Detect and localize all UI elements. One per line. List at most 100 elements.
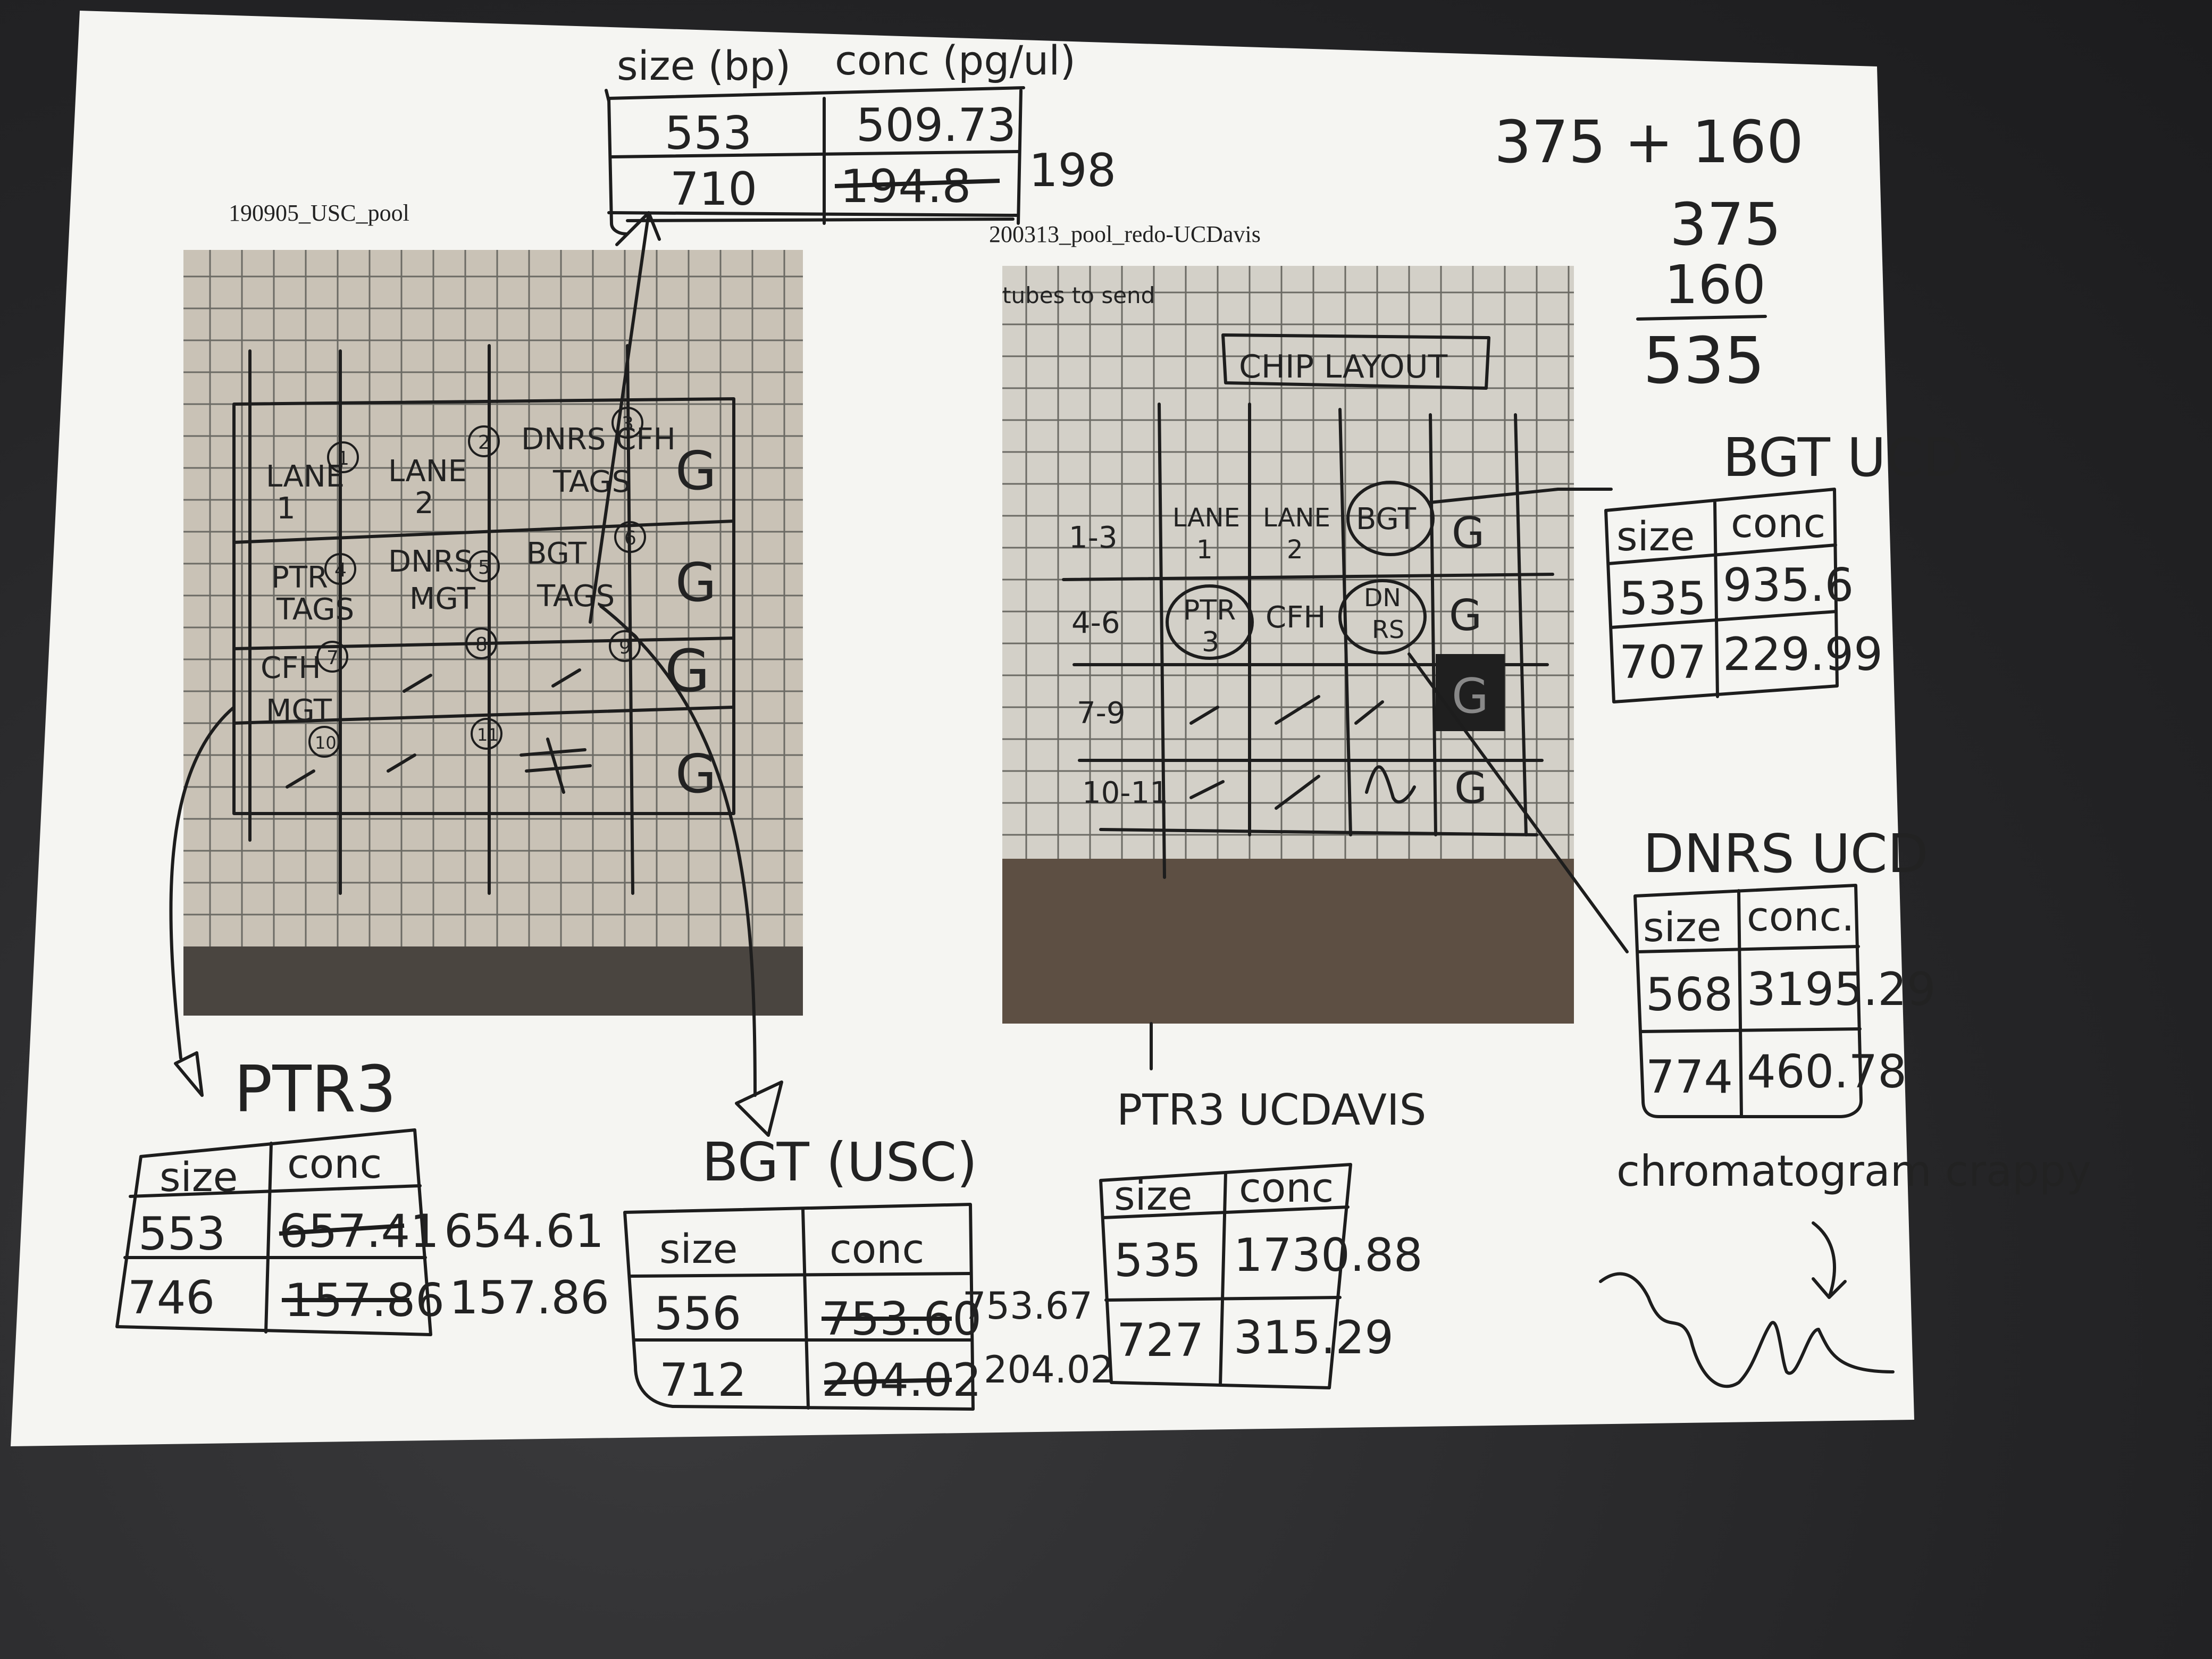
photo-right-cell-ptr-b: 3	[1202, 626, 1219, 658]
photo-right-g-shaded	[1436, 654, 1505, 731]
photo-right-cell-bgt: BGT	[1356, 502, 1417, 537]
table-ptr3-label: PTR3	[234, 1053, 396, 1127]
table-ptr3-ucdavis-r2-conc: 315.29	[1234, 1311, 1394, 1364]
photo-left-cell-3: DNRS CFH	[521, 422, 676, 457]
photo-left-cell-1: LANE	[266, 459, 345, 494]
arrow-ptr3-connector	[169, 706, 236, 1060]
photo-left-cell-4b: TAGS	[276, 592, 354, 627]
math-line-1: 375 + 160	[1494, 108, 1804, 176]
photo-left-num-9: 9	[619, 636, 631, 658]
table-bgt-usc-label: BGT (USC)	[702, 1131, 977, 1193]
photo-left-caption: 190905_USC_pool	[229, 200, 409, 226]
table-bgt-ucd-r2-conc: 229.99	[1723, 628, 1883, 681]
table-ptr3-correction-1: 654.61	[444, 1205, 604, 1258]
photo-right-g1: G	[1452, 508, 1485, 558]
photo-left-num-3: 3	[622, 413, 634, 435]
photo-chip-sketch	[232, 344, 735, 895]
photo-left-num-5: 5	[478, 557, 490, 579]
table-bgt-usc-correction-1: 753.67	[962, 1284, 1093, 1328]
table-ptr3-r1-size: 553	[138, 1208, 225, 1261]
table-bgt-usc-h-conc: conc	[830, 1225, 924, 1272]
photo-right-header-note: tubes to send	[1002, 282, 1155, 308]
photo-left-cell-1b: 1	[276, 491, 296, 526]
photo-left-cell-5: DNRS	[388, 544, 473, 579]
math-result: 535	[1643, 324, 1765, 398]
table-top-r1-size: 553	[665, 107, 752, 160]
photo-right-g2: G	[1449, 591, 1482, 640]
table-ptr3-r2-size: 746	[128, 1271, 215, 1325]
photo-left-num-10: 10	[315, 733, 337, 753]
photo-right-row-3: 7-9	[1077, 696, 1125, 731]
table-dnrs-ucd-h-size: size	[1643, 903, 1721, 951]
table-top-header-size: size (bp)	[617, 42, 791, 89]
table-bgt-ucd-r1-conc: 935.6	[1723, 559, 1854, 612]
photo-right-row-1: 1-3	[1069, 521, 1117, 555]
table-ptr3-ucdavis-h-conc: conc	[1239, 1164, 1334, 1211]
table-top-r1-conc: 509.73	[856, 99, 1016, 152]
chromatogram-note: chromatogram crappy	[1599, 1146, 2091, 1388]
photo-usc-pool: LANE 1 LANE 2 DNRS CFH TAGS G PTR TAGS D…	[183, 250, 803, 1016]
photo-left-num-4: 4	[334, 559, 347, 581]
arrow-top-to-photo	[589, 211, 661, 624]
table-bgt-usc-h-size: size	[659, 1225, 738, 1272]
photo-right-cell-lane2b: 2	[1287, 535, 1303, 565]
table-ptr3-h-conc: conc	[287, 1140, 382, 1187]
photo-right-title: CHIP LAYOUT	[1239, 348, 1448, 386]
photo-right-cell-lane1b: 1	[1196, 535, 1213, 565]
photo-right-g4: G	[1454, 764, 1487, 813]
table-ptr3: PTR3 size conc 553 657.41 746 157.86 654…	[115, 1051, 609, 1336]
photo-left-num-2: 2	[478, 432, 490, 454]
photo-right-cell-ptr: PTR	[1183, 594, 1236, 626]
photo-left-cell-2b: 2	[415, 486, 434, 521]
photo-right-cell-dn: DN	[1364, 583, 1401, 612]
table-ptr3-correction-2: 157.86	[449, 1271, 609, 1325]
photo-shadow	[183, 946, 803, 1016]
table-dnrs-ucd-r2-size: 774	[1646, 1051, 1733, 1104]
photo-left-cell-7b: MGT	[266, 693, 332, 728]
table-ptr3-ucdavis-r1-size: 535	[1114, 1234, 1201, 1287]
table-bgt-usc-r1-size: 556	[654, 1287, 741, 1340]
photo-right-row-4: 10-11	[1082, 776, 1169, 810]
photo-left-num-8: 8	[475, 634, 488, 656]
photo-graph-grid	[183, 250, 803, 952]
table-dnrs-ucd-r1-size: 568	[1646, 968, 1733, 1021]
table-bgt-ucd-r1-size: 535	[1619, 572, 1706, 625]
photo-left-cell-5b: MGT	[409, 582, 476, 616]
table-dnrs-ucd-r1-conc: 3195.29	[1747, 963, 1936, 1016]
photo-left-g3: G	[665, 637, 710, 705]
photo-left-num-1: 1	[337, 448, 349, 470]
photo-left-g1: G	[675, 440, 717, 502]
photo-right-cell-rs: RS	[1372, 615, 1404, 644]
table-top-side-note: 198	[1029, 144, 1116, 197]
photo-left-dashes	[286, 668, 592, 794]
table-top-r2-size: 710	[670, 163, 757, 216]
table-ptr3-ucdavis: PTR3 UCDAVIS size conc 535 1730.88 727 3…	[1099, 1085, 1426, 1389]
arrow-bgt-connector	[1429, 488, 1560, 504]
table-bgt-ucd-label: BGT UCD	[1723, 426, 1964, 489]
arrow-dnrs-connector	[1407, 652, 1629, 953]
table-bgt-ucd-h-size: size	[1616, 513, 1695, 560]
photo-right-cell-lane2: LANE	[1263, 503, 1330, 533]
photo-right-cell-cfh: CFH	[1266, 600, 1326, 635]
photo-left-g2: G	[675, 551, 717, 614]
arrow-bgt-usc-connector	[599, 605, 757, 1097]
photo-right-g3: G	[1452, 668, 1489, 724]
photo-left-cell-7: CFH	[261, 651, 321, 685]
photo-left-cell-6: BGT	[526, 537, 587, 571]
table-dnrs-ucd-label: DNRS UCD	[1643, 823, 1929, 885]
photo-left-cell-2: LANE	[388, 454, 467, 489]
photo-left-num-11: 11	[477, 725, 499, 745]
math-line-3: 160	[1664, 254, 1766, 316]
table-top: size (bp) conc (pg/ul) 553 509.73 710 19…	[605, 37, 1116, 236]
photo-right-cell-lane1: LANE	[1172, 503, 1240, 533]
photo-left-cell-4: PTR	[271, 560, 328, 595]
table-dnrs-ucd: DNRS UCD size conc. 568 3195.29 774 460.…	[1633, 823, 1936, 1118]
table-bgt-ucd-h-conc: conc	[1731, 499, 1825, 547]
table-top-header-conc: conc (pg/ul)	[835, 37, 1076, 84]
table-dnrs-ucd-r2-conc: 460.78	[1747, 1045, 1907, 1099]
table-ptr3-ucdavis-r1-conc: 1730.88	[1234, 1229, 1423, 1282]
photo-right-row-2: 4-6	[1071, 606, 1120, 640]
table-ptr3-h-size: size	[160, 1153, 238, 1201]
photo-ucdavis-redo: G tubes to send CHIP LAYOUT 1-3 4-6 7-9 …	[1002, 266, 1574, 1024]
